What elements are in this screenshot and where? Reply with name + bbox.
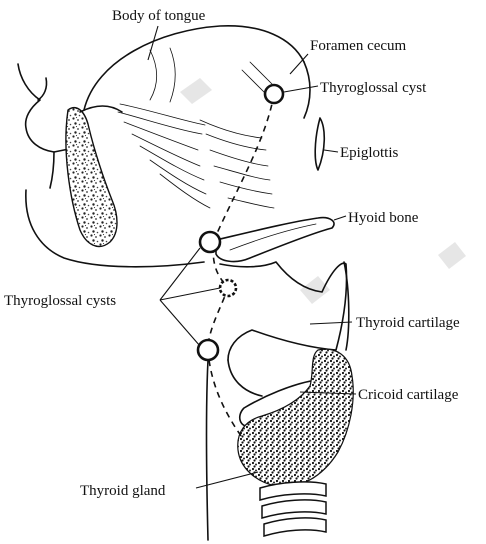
- thyroglossal-cyst-suprahyoid: [200, 232, 220, 252]
- watermark-bar: [438, 242, 466, 269]
- thyroid-gland-shape: [238, 349, 353, 487]
- leader-thyroid-gland: [196, 472, 258, 488]
- leader-hyoid-bone: [334, 216, 346, 220]
- label-hyoid-bone: Hyoid bone: [348, 210, 419, 226]
- label-thyroid-cartilage: Thyroid cartilage: [356, 315, 460, 331]
- label-cricoid-cartilage: Cricoid cartilage: [358, 387, 459, 403]
- label-thyroid-gland: Thyroid gland: [80, 483, 166, 499]
- epiglottis-shape: [315, 118, 324, 170]
- leader-epiglottis: [324, 150, 338, 152]
- tongue-texture: [118, 48, 278, 208]
- thyroid-cartilage-shape: [220, 262, 347, 360]
- tracheal-ring: [264, 518, 326, 536]
- jaw-inner-outline: [50, 152, 54, 188]
- label-foramen-cecum: Foramen cecum: [310, 38, 407, 54]
- label-thyroglossal-cysts: Thyroglossal cysts: [4, 293, 116, 309]
- leader-thyroglossal-cyst: [284, 86, 318, 92]
- mandible: [66, 108, 117, 247]
- thyroglossal-cyst-foramen: [265, 85, 283, 103]
- leader-cysts-lower: [160, 300, 200, 346]
- nose-hint: [38, 78, 47, 100]
- trachea: [260, 482, 326, 536]
- watermark: [180, 78, 466, 304]
- tracheal-ring: [262, 500, 326, 518]
- tongue-base-posterior: [304, 62, 310, 118]
- label-body-of-tongue: Body of tongue: [112, 8, 206, 24]
- leader-cysts-upper: [160, 248, 200, 300]
- thyroid-cartilage-lower: [228, 360, 262, 396]
- thyroglossal-cyst-hyoid: [220, 280, 236, 296]
- leader-cysts-middle: [160, 288, 220, 300]
- label-thyroglossal-cyst: Thyroglossal cyst: [320, 80, 427, 96]
- watermark-bar: [180, 78, 212, 104]
- thyroglossal-cyst-infrahyoid: [198, 340, 218, 360]
- anterior-neck-line: [207, 360, 209, 540]
- tongue-underside: [80, 106, 122, 112]
- label-epiglottis: Epiglottis: [340, 145, 399, 161]
- leader-thyroid-cartilage: [310, 322, 352, 324]
